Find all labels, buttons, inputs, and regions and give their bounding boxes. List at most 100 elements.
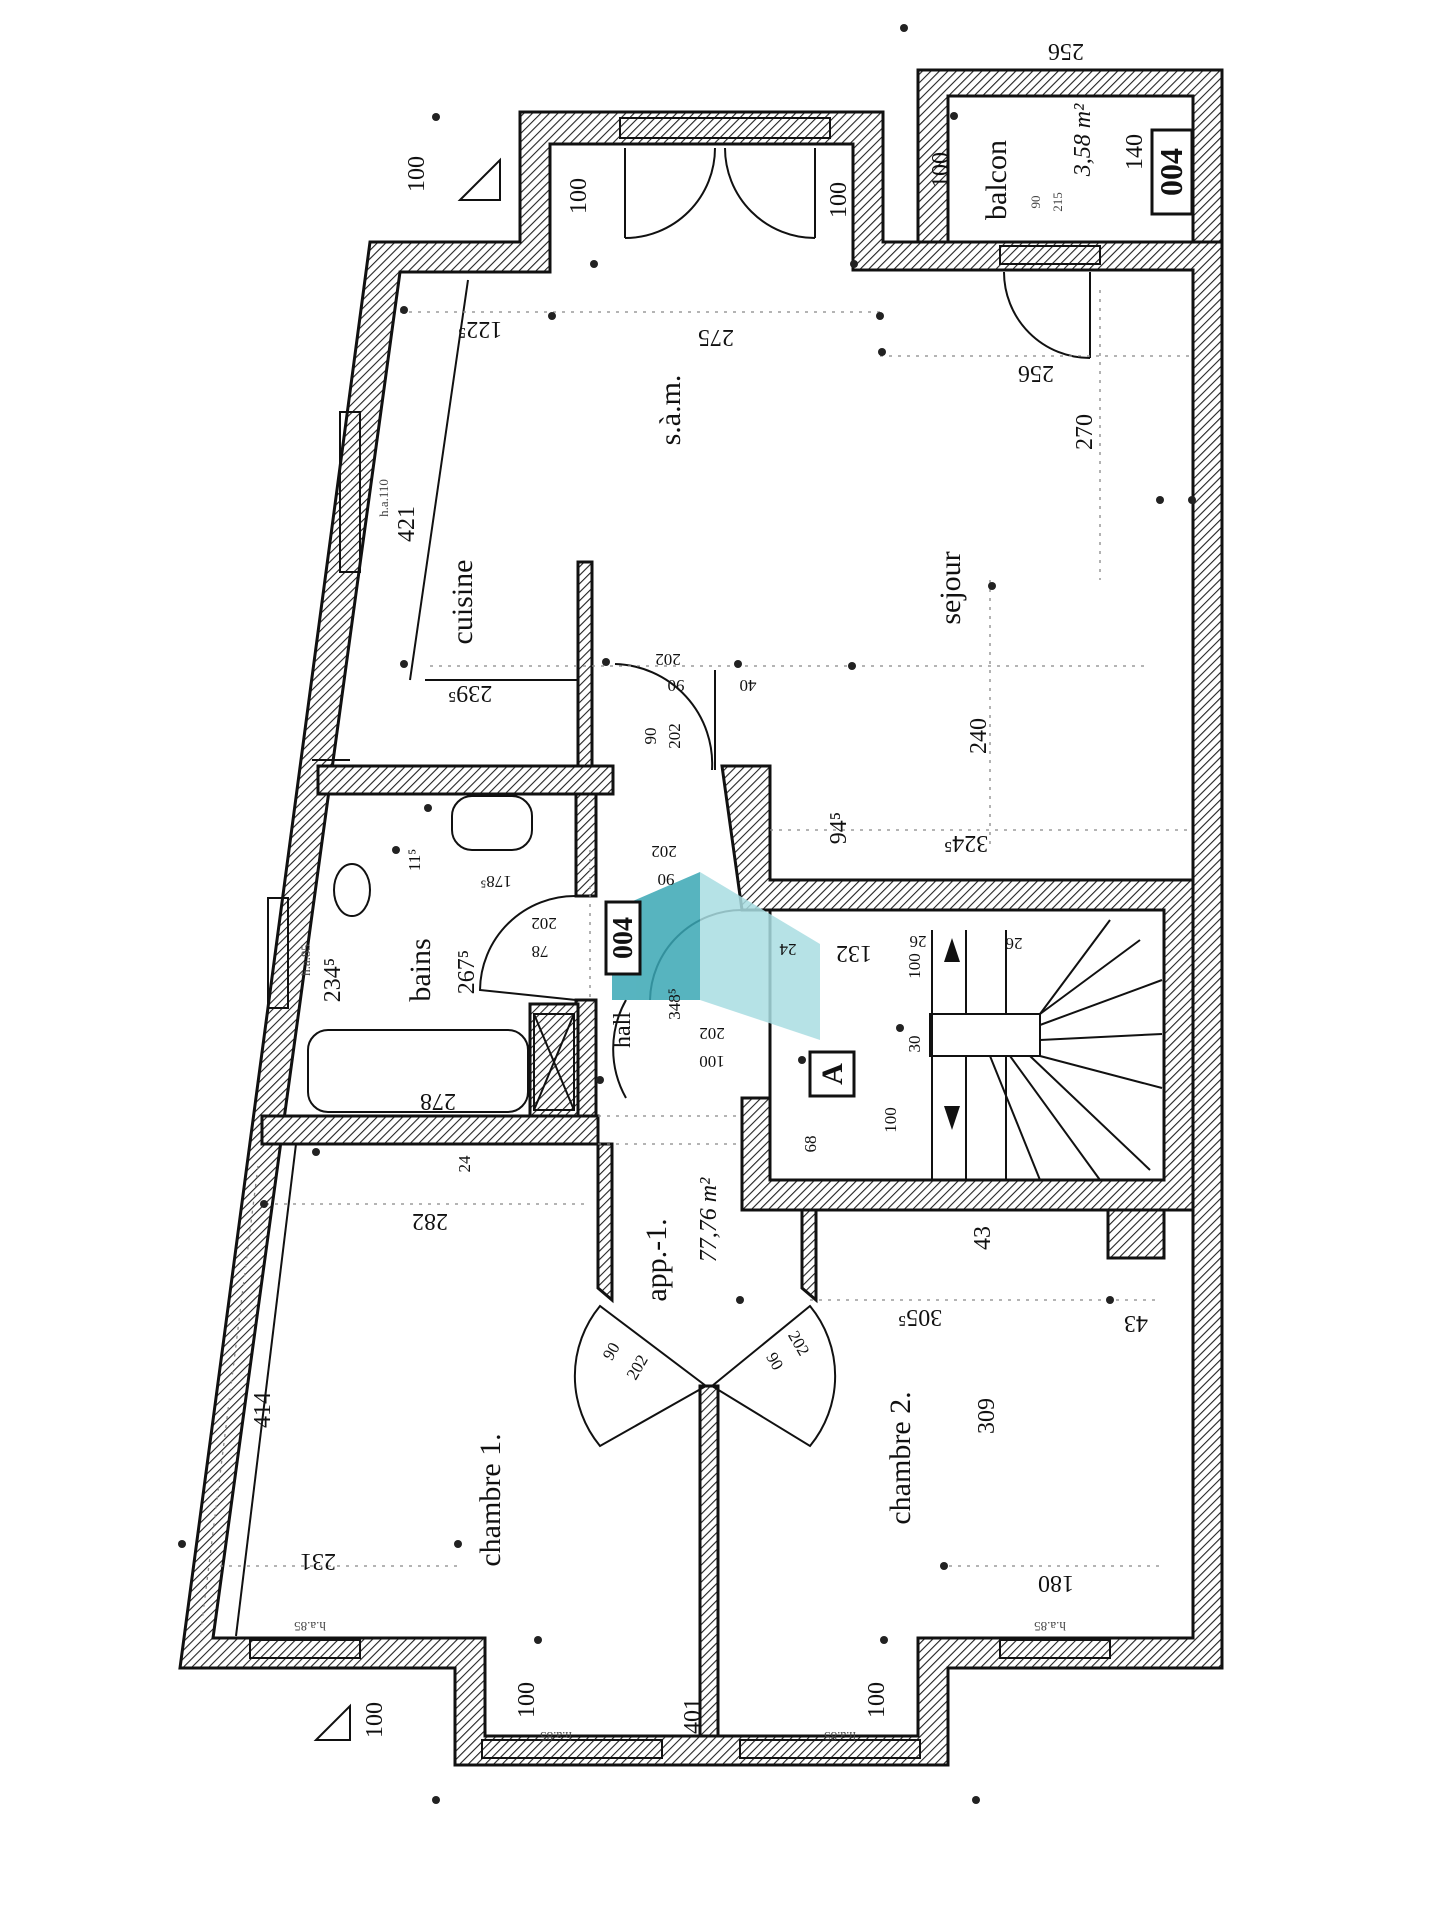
duct-chambre2 [1106, 1208, 1166, 1260]
dim-2345: 234⁵ [320, 958, 346, 1002]
dim-2395: 239⁵ [448, 680, 492, 706]
dim-2675: 267⁵ [454, 950, 480, 994]
dim-ha85-ch1: h.a.85 [294, 1619, 326, 1634]
apartment-area: 77,76 m² [696, 1177, 722, 1262]
dimension-lines [199, 290, 1190, 1639]
stair-mark-box [808, 1050, 856, 1098]
dim-202-ch2: 202 [784, 1327, 813, 1359]
room-balcon-area: 3,58 m² [1070, 103, 1096, 177]
dim-43-b: 43 [1124, 1310, 1148, 1336]
balcony-wall [916, 68, 1224, 244]
unit-code-box [604, 900, 642, 976]
bathtub-icon [307, 1029, 529, 1113]
apartment-name: app.-1. [640, 1218, 673, 1301]
room-bains: bains [404, 938, 437, 1001]
door-chambre1 [573, 1304, 708, 1448]
dim-256-top: 256 [1048, 38, 1084, 64]
room-sam: s.à.m. [654, 375, 687, 446]
dim-115: 11⁵ [405, 849, 424, 871]
dim-202-a: 202 [655, 650, 681, 669]
dim-ha85-bot2: h.a.85 [824, 1729, 856, 1744]
dim-100-left: 100 [404, 156, 430, 192]
dim-26-b: 26 [1006, 934, 1023, 953]
door-sam [624, 147, 816, 239]
dim-68: 68 [801, 1136, 820, 1153]
dim-78: 78 [532, 942, 549, 961]
stair-arrow-up [944, 938, 960, 962]
shower-tray-icon [533, 1013, 575, 1111]
toilet-icon [333, 863, 371, 917]
kitchen-counter-line [409, 279, 469, 681]
wall-kitchen-counter [576, 560, 594, 768]
dim-26-a: 26 [910, 932, 927, 951]
stair-arrow-down [944, 1106, 960, 1130]
window-sam [619, 117, 831, 139]
room-balcon: balcon [980, 140, 1013, 220]
dim-100-sam-l: 100 [566, 178, 592, 214]
dim-balcon-140: 140 [1122, 134, 1148, 170]
dim-414: 414 [250, 1392, 276, 1428]
dim-256-sejour: 256 [1018, 360, 1054, 386]
sink-icon [451, 795, 533, 851]
openings [249, 117, 1111, 1759]
dim-202-d: 202 [531, 914, 557, 933]
unit-code-balcon: 004 [1153, 148, 1189, 196]
staircase [929, 919, 1163, 1181]
dim-180: 180 [1038, 1570, 1074, 1596]
dim-100-stair-b: 100 [881, 1107, 900, 1133]
dim-202-e: 202 [699, 1024, 725, 1043]
exterior-wall [178, 110, 1224, 1767]
dim-43-a: 43 [970, 1226, 996, 1250]
room-labels: balcon 3,58 m² 004 s.à.m. sejour cuisine… [404, 103, 1194, 1567]
wall-chambre1-stub [596, 1142, 614, 1304]
fixtures [235, 279, 1163, 1637]
dim-90-a: 90 [668, 676, 685, 695]
dim-24-bed: 24 [455, 1155, 474, 1173]
dim-3055: 305⁵ [898, 1304, 942, 1330]
dim-ha85-bains: h.a.85 [298, 944, 313, 976]
dim-balcon-90: 90 [1028, 196, 1043, 209]
dim-90-c: 90 [658, 870, 675, 889]
dim-945: 94⁵ [826, 812, 852, 844]
wall-bath-hall [574, 792, 598, 898]
dim-ha85-bot1: h.a.85 [540, 1729, 572, 1744]
window-cuisine [339, 411, 361, 573]
bedroom-wardrobe-line [235, 1143, 297, 1637]
dim-132: 132 [836, 940, 872, 966]
dim-421: 421 [394, 506, 420, 542]
door-bains [478, 894, 577, 1001]
window-chambre2 [999, 1639, 1111, 1659]
elevation-marker-bottom [313, 1703, 351, 1741]
dim-ha110: h.a.110 [376, 479, 391, 517]
window-chambre1 [249, 1639, 361, 1659]
room-sejour: sejour [934, 551, 967, 624]
dim-401: 401 [680, 1698, 706, 1734]
dim-balcon-215: 215 [1050, 192, 1065, 212]
dim-90-ch1: 90 [599, 1339, 624, 1363]
dim-270: 270 [1072, 414, 1098, 450]
dim-202-c: 202 [651, 842, 677, 861]
dim-90-ch2: 90 [762, 1349, 787, 1373]
unit-code: 004 [608, 917, 639, 959]
dim-202-b: 202 [665, 723, 684, 749]
window-chambre1-bottom [481, 1739, 663, 1759]
room-chambre1: chambre 1. [474, 1433, 507, 1566]
room-chambre2: chambre 2. [884, 1391, 917, 1524]
dim-282: 282 [412, 1208, 448, 1234]
door-balcon [1003, 271, 1091, 359]
dim-90-b: 90 [641, 728, 660, 745]
dim-202-ch1: 202 [623, 1351, 652, 1383]
unit-code-box-balcon [1150, 128, 1194, 216]
dim-24-stair: 24 [779, 940, 797, 959]
door-chambre2 [710, 1304, 837, 1448]
window-bains [267, 897, 289, 1009]
dim-278: 278 [420, 1088, 456, 1114]
wall-bath-bottom [260, 1114, 600, 1146]
dim-30: 30 [905, 1036, 924, 1053]
room-hall: hall [610, 1012, 636, 1048]
reference-dots [178, 24, 1196, 1804]
dim-100-hall: 100 [699, 1052, 725, 1071]
dim-100-ch1: 100 [514, 1682, 540, 1718]
dim-231: 231 [300, 1548, 336, 1574]
